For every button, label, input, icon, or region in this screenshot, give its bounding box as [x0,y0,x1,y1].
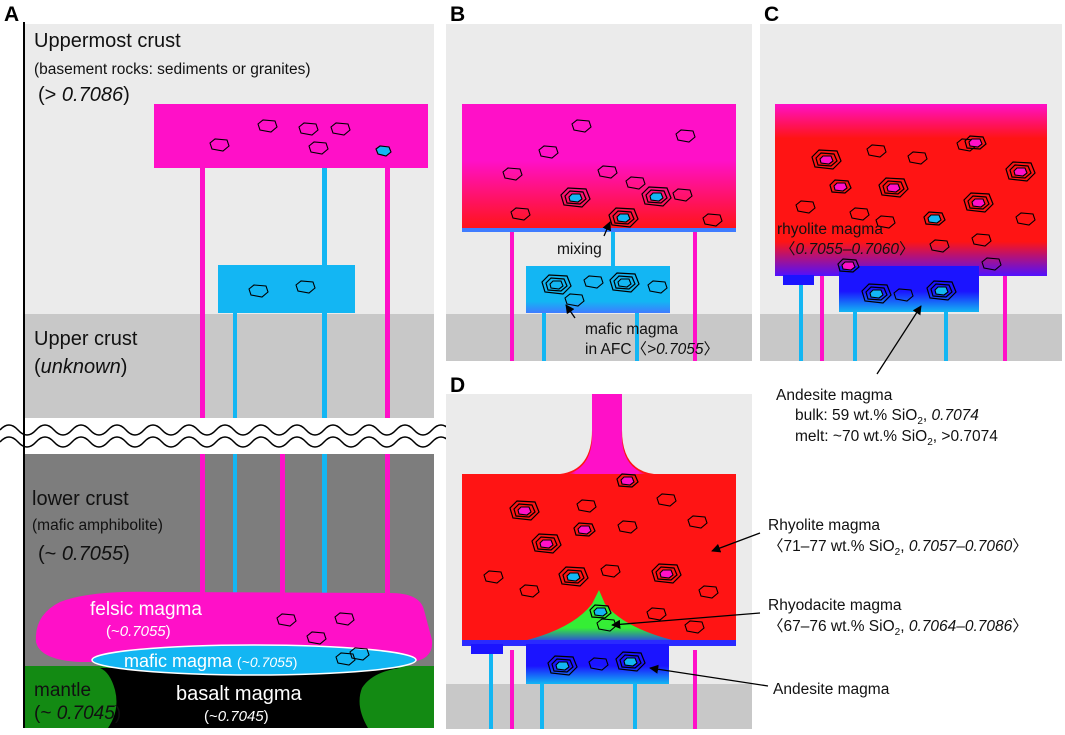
mafic-magma-afc-isotope: in AFC〈>0.7055〉 [585,341,719,358]
felsic-magma-body [35,591,433,662]
panel-b-lower-background [446,314,752,361]
panel-d: D Rhyolite magma 〈71–77 wt.% SiO2, 0.705… [446,374,1028,729]
rhyolite-magma-d-title: Rhyolite magma [768,517,880,534]
lower-crust-title: lower crust [32,488,129,510]
depth-break [0,418,451,454]
mantle-title: mantle [34,680,91,701]
panel-c-label: C [764,3,779,26]
uppermost-crust-isotope: (> 0.7086) [38,84,130,106]
panel-d-label: D [450,374,465,397]
panel-a: A Uppermost crust (basement rocks: sedim… [0,3,451,728]
mafic-magma-afc-label: mafic magma [585,321,678,338]
panel-c: C rhyolite magma 〈0.7055–0.7060〉 Andesit… [760,3,1062,448]
mafic-magma-lens [91,644,417,676]
uppermost-crust-subtitle: (basement rocks: sediments or granites) [34,61,311,78]
andesite-bulk-composition: bulk: 59 wt.% SiO2, 0.7074 [795,407,979,427]
upper-crust-subtitle: (unknown) [34,356,127,378]
feeder-dikes [200,165,390,654]
basalt-magma-isotope: (~0.7045) [204,708,269,725]
rhyolite-chamber-c [775,104,1047,276]
andesite-chamber-c [839,266,979,312]
panel-b-label: B [450,3,465,26]
andesite-magma-c-title: Andesite magma [776,387,893,404]
mafic-chamber-b [526,266,670,313]
lower-crust-isotope: (~ 0.7055) [38,543,130,565]
rhyolite-chamber-d [462,394,736,644]
andesite-chamber-d [526,644,669,684]
panel-b: B mixing mafic magma in AFC〈>0.7055〉 [446,3,752,361]
lower-crust-subtitle: (mafic amphibolite) [32,517,163,534]
basalt-magma-body [100,668,400,728]
uppermost-crust-title: Uppermost crust [34,30,181,52]
mafic-chamber-upper [218,265,355,313]
upper-crust-title: Upper crust [34,328,138,350]
rhyodacite-magma-composition: 〈67–76 wt.% SiO2, 0.7064–0.7086〉 [768,618,1028,638]
rhyolite-magma-c-isotope: 〈0.7055–0.7060〉 [780,241,914,258]
mantle-isotope: (~ 0.7045) [34,703,121,724]
rhyolite-magma-d-composition: 〈71–77 wt.% SiO2, 0.7057–0.7060〉 [768,538,1028,558]
upper-crust-layer [24,314,434,418]
rhyolite-magma-c-label: rhyolite magma [777,221,883,238]
felsic-magma-isotope: (~0.7055) [106,623,171,640]
panel-d-lower-background [446,684,752,729]
felsic-chamber-uppermost [154,104,428,168]
rhyolite-chamber-b [462,104,736,230]
andesite-melt-composition: melt: ~70 wt.% SiO2, >0.7074 [795,428,998,448]
rhyodacite-magma-title: Rhyodacite magma [768,597,902,614]
mafic-magma-title: mafic magma (~0.7055) [124,651,297,671]
felsic-magma-title: felsic magma [90,599,202,620]
rhyolite-conduit-d [568,394,646,474]
basalt-magma-title: basalt magma [176,683,302,705]
panel-a-label: A [4,3,19,26]
andesite-magma-d-title: Andesite magma [773,681,890,698]
rhyodacite-body-d [510,590,690,644]
mixing-label: mixing [557,241,602,258]
